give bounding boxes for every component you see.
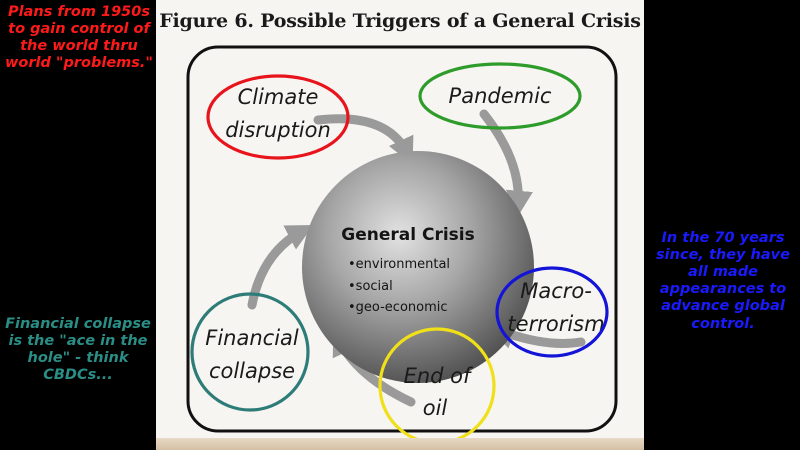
annotation-line: all made (648, 264, 798, 281)
crisis-item-environmental: •environmental (348, 257, 450, 272)
annotation-line: is the "ace in the (2, 333, 154, 350)
crisis-diagram: General Crisis •environmental •social •g… (156, 0, 644, 450)
trigger-label-line: Macro- (520, 279, 592, 303)
annotation-financial-collapse: Financial collapse is the "ace in the ho… (2, 316, 154, 384)
trigger-label-line: disruption (225, 118, 331, 142)
arrow-climate-to-crisis (318, 119, 408, 155)
general-crisis-node: General Crisis •environmental •social •g… (302, 151, 534, 383)
trigger-pandemic: Pandemic (420, 64, 580, 128)
crisis-item-geo-economic: •geo-economic (348, 300, 448, 315)
trigger-label-line: Pandemic (449, 84, 552, 108)
annotation-line: to gain control of (0, 21, 158, 38)
trigger-label-line: oil (423, 396, 448, 420)
annotation-line: appearances to (648, 281, 798, 298)
annotation-seventy-years: In the 70 years since, they have all mad… (648, 230, 798, 333)
trigger-label-line: terrorism (507, 312, 604, 336)
crisis-item-social: •social (348, 279, 393, 294)
annotation-line: since, they have (648, 247, 798, 264)
annotation-line: world "problems." (0, 55, 158, 72)
annotation-line: Plans from 1950s (0, 4, 158, 21)
annotation-line: the world thru (0, 38, 158, 55)
figure-panel: Figure 6. Possible Triggers of a General… (156, 0, 644, 450)
annotation-line: hole" - think (2, 350, 154, 367)
financial-highlight-ring (192, 294, 308, 410)
trigger-label-line: collapse (209, 359, 295, 383)
trigger-financial-collapse: Financial collapse (192, 294, 308, 410)
annotation-line: Financial collapse (2, 316, 154, 333)
trigger-label-line: End of (404, 364, 474, 388)
photo-edge-strip (156, 438, 644, 450)
annotation-line: advance global (648, 298, 798, 315)
annotation-line: control. (648, 316, 798, 333)
annotation-line: CBDCs... (2, 367, 154, 384)
crisis-title: General Crisis (341, 225, 474, 245)
annotation-plans-1950s: Plans from 1950s to gain control of the … (0, 4, 158, 72)
trigger-label-line: Financial (205, 326, 299, 350)
annotation-line: In the 70 years (648, 230, 798, 247)
trigger-label-line: Climate (238, 85, 319, 109)
